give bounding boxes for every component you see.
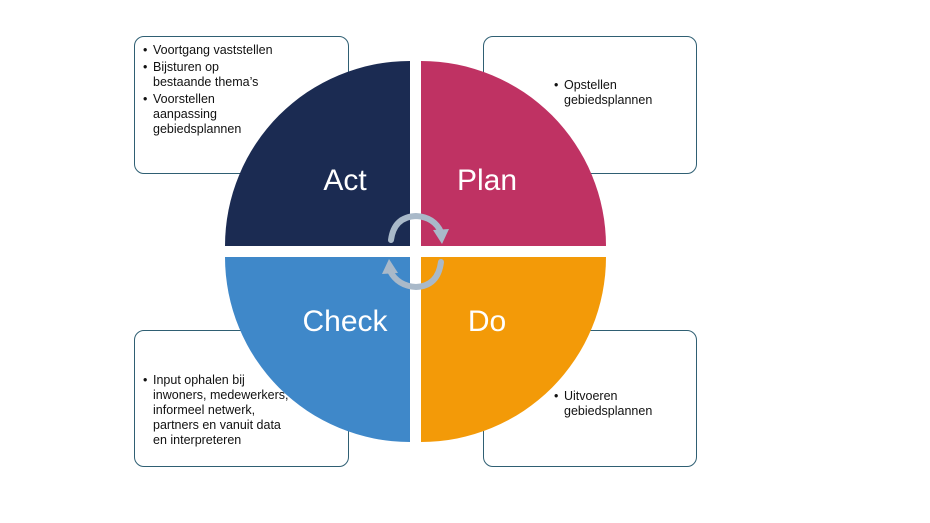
do-note-item: Uitvoeren gebiedsplannen bbox=[554, 389, 664, 419]
plan-quadrant bbox=[421, 61, 606, 246]
act-note-item: Voortgang vaststellen bbox=[143, 43, 340, 58]
do-label: Do bbox=[468, 305, 506, 338]
check-label: Check bbox=[302, 305, 388, 338]
act-label: Act bbox=[323, 164, 367, 197]
check-quadrant bbox=[225, 257, 410, 442]
do-quadrant bbox=[421, 257, 606, 442]
act-note-item: Voorstellen aanpassing gebiedsplannen bbox=[143, 92, 253, 137]
check-note-item: Input ophalen bij inwoners, medewerkers,… bbox=[143, 373, 291, 448]
cycle-arrows-icon bbox=[382, 212, 449, 291]
plan-note-item: Opstellen gebiedsplannen bbox=[554, 78, 664, 108]
check-notes-box: Input ophalen bij inwoners, medewerkers,… bbox=[134, 330, 349, 467]
act-quadrant bbox=[225, 61, 410, 246]
act-note-item: Bijsturen op bestaande thema’s bbox=[143, 60, 261, 90]
plan-label: Plan bbox=[457, 164, 517, 197]
